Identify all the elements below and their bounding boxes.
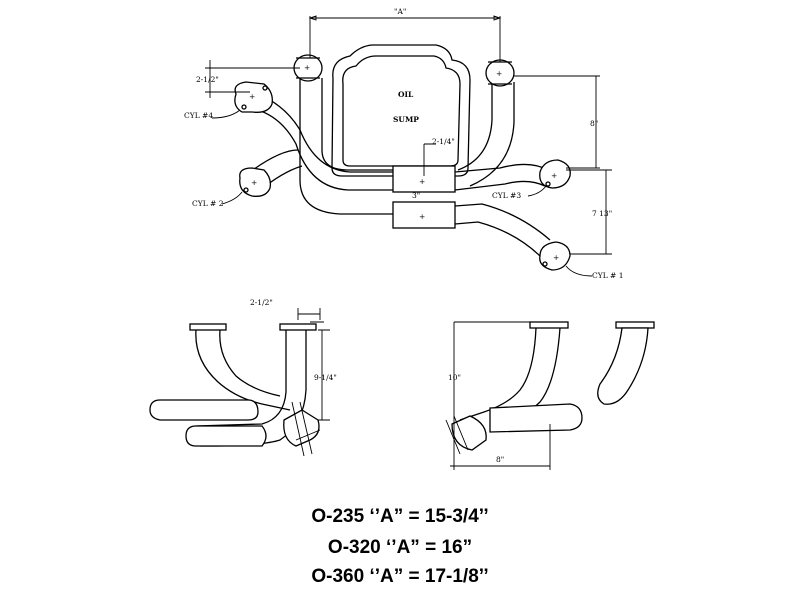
- dim-A-label: "A": [394, 7, 406, 16]
- right-side-separate-tube: [597, 327, 649, 405]
- side-right-dim-10: 10": [448, 373, 461, 382]
- dim-7-13-label: 7 13": [592, 209, 612, 218]
- sump-label-sump: SUMP: [393, 115, 419, 124]
- svg-text:+: +: [553, 253, 559, 262]
- svg-text:+: +: [419, 212, 425, 221]
- side-view-right: 10" 8": [445, 321, 655, 470]
- right-outlet-pipe: [457, 82, 515, 187]
- side-right-dim-8: 8": [496, 455, 504, 464]
- side-left-dim-9-quarter: 9-1/4": [314, 373, 337, 382]
- spec-o320: O-320 ‘’A” = 16”: [327, 537, 473, 558]
- dim-2-half-label: 2-1/2": [196, 75, 219, 84]
- top-view: OIL SUMP + + + + + +: [184, 7, 624, 280]
- cyl3-label: CYL #3: [492, 191, 521, 200]
- cyl1-tube: [454, 203, 551, 257]
- side-view-left: 2-1/2" 9-1/4": [149, 298, 337, 457]
- left-side-tube-1: [195, 329, 291, 411]
- crosshair-left-top: +: [304, 63, 310, 72]
- dim-3-label: 3": [412, 191, 420, 200]
- svg-text:+: +: [551, 171, 557, 180]
- cyl2-label: CYL # 2: [192, 199, 224, 208]
- side-left-dim-2-half: 2-1/2": [250, 298, 273, 307]
- collector-sleeve-lower: [392, 201, 456, 229]
- svg-text:+: +: [496, 69, 502, 78]
- cyl4-label: CYL #4: [184, 111, 213, 120]
- svg-text:+: +: [251, 178, 257, 187]
- spec-o360: O-360 ‘’A” = 17-1/8’’: [311, 566, 489, 587]
- sump-label-oil: OIL: [398, 90, 414, 99]
- cyl1-label: CYL # 1: [592, 271, 624, 280]
- svg-text:+: +: [419, 177, 425, 186]
- crosshair-cyl4: +: [249, 92, 255, 101]
- dim-2-quarter-label: 2-1/4": [432, 137, 455, 146]
- cyl3-tube: [454, 163, 549, 191]
- dim-8-label: 8": [590, 119, 598, 128]
- left-outlet-pipe: [299, 78, 395, 215]
- spec-o235: O-235 ‘’A” = 15-3/4’’: [311, 506, 489, 527]
- oil-sump: [331, 44, 471, 177]
